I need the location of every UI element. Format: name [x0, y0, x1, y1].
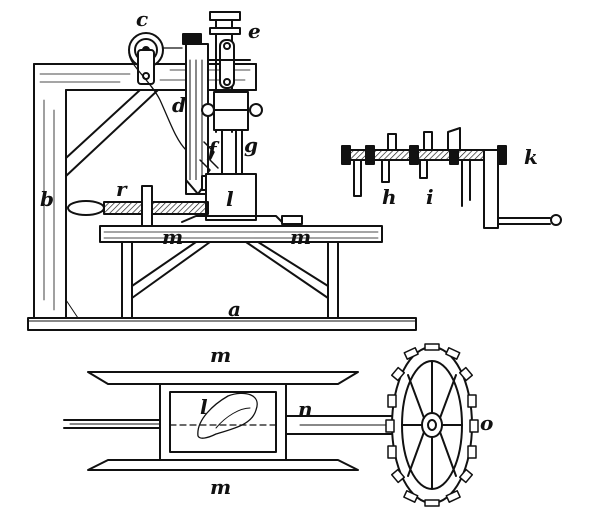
ram-d: [182, 33, 209, 195]
label-a: a: [228, 297, 241, 321]
label-m-side-right: m: [290, 225, 311, 249]
label-o: o: [480, 411, 493, 435]
pulley-c: [128, 32, 187, 151]
plan-view: [63, 371, 401, 471]
workpiece: [181, 215, 303, 225]
label-m-plan-bottom: m: [210, 475, 231, 499]
label-g: g: [244, 133, 258, 157]
label-m-plan-top: m: [210, 343, 231, 367]
feed-screw-r: [67, 185, 209, 227]
cutter-shaft-detail: [341, 127, 562, 229]
diagram-labels: c e d f g b r l m m a h i k m l n o m: [40, 7, 538, 499]
label-c: c: [136, 7, 148, 31]
label-d: d: [172, 93, 186, 117]
feed-wheel-o: [385, 343, 479, 507]
label-l-plan: l: [200, 395, 208, 419]
label-m-side-left: m: [162, 225, 183, 249]
table-legs: [121, 241, 339, 319]
label-h: h: [382, 185, 397, 209]
head-block: [201, 91, 263, 181]
label-i: i: [426, 185, 434, 209]
label-n: n: [298, 397, 313, 421]
label-r: r: [116, 177, 128, 201]
label-l-side: l: [226, 187, 234, 211]
table-top: [99, 225, 383, 243]
guide-rod-e: [207, 11, 251, 133]
base-plank: [27, 317, 417, 331]
label-e: e: [248, 19, 261, 43]
post-l-side: [205, 173, 257, 221]
label-k: k: [524, 145, 538, 169]
label-b: b: [40, 187, 54, 211]
label-f: f: [206, 137, 220, 161]
